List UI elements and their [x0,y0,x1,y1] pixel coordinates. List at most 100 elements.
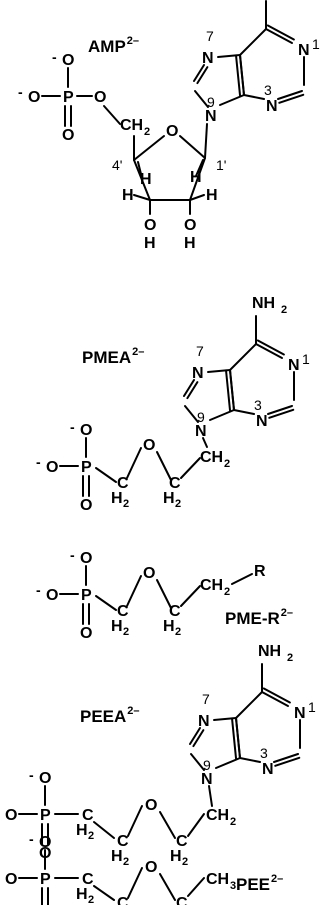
bond-line [235,691,263,719]
hydrogen-label: H [163,618,175,635]
hydrogen-label: H [170,848,182,865]
hydrogen-label: H [190,169,202,186]
subscript-label: 2 [144,126,150,138]
oxygen-label: O [145,859,157,876]
r-group-label: R [254,563,266,580]
nitrogen-label: N [288,357,300,374]
bond-line [239,54,245,96]
carbon-label: C [117,475,129,492]
charge-superscript: 2– [132,346,144,358]
charge-label: - [70,547,75,563]
charge-superscript: 2– [281,607,293,619]
bond-line [95,467,117,483]
bond-line [189,157,206,201]
subscript-label: 2 [123,856,129,868]
bond-line [209,409,235,421]
ring-number: 3 [264,82,272,98]
subscript-label: 2 [230,816,236,828]
oxygen-label: O [143,565,155,582]
bond-line [126,575,142,607]
carbon-label: C [117,895,129,905]
bond-line [189,727,201,745]
bond-line [195,159,204,177]
nitrogen-label: N [202,50,214,67]
oxygen-label: O [39,770,51,787]
bond-line [255,343,283,359]
charge-label: - [18,84,23,100]
bond-line [196,66,209,85]
oxygen-label: O [143,437,155,454]
oxygen-label: O [166,123,178,140]
oxygen-label: O [46,459,58,476]
bond-line [133,194,151,201]
hydrogen-label: H [76,822,88,839]
oxygen-label: O [28,89,40,106]
bond-line [233,409,255,415]
subscript-label: 2 [224,458,230,470]
bond-line [268,408,295,419]
bond-line [235,717,241,759]
nitrogen-label: N [192,365,204,382]
bond-line [189,194,205,201]
oxygen-label: O [46,587,58,604]
bond-line [184,405,199,423]
nitrogen-label: N [195,423,207,440]
ring-number: 1 [312,36,320,52]
oxygen-label: O [80,625,92,642]
oxygen-label: O [145,797,157,814]
oxygen-label: O [94,89,106,106]
bond-line [103,105,121,125]
bond-line [273,753,299,763]
hydrogen-label: H [163,490,175,507]
bond-line [180,585,201,607]
carbon-label: C [117,833,129,850]
nitrogen-label: N [262,761,274,778]
charge-label: - [29,767,34,783]
bond-line [180,457,201,479]
nitrogen-label: N [266,98,278,115]
carbon-label: C [82,871,94,888]
nitrogen-label: N [198,713,210,730]
bond-line [179,135,206,159]
hydrogen-label: H [144,235,156,252]
bond-line [186,381,199,400]
ring-number: 1 [308,699,316,715]
ch-label: CH [206,871,229,888]
ring-number: 3 [254,397,262,413]
pee-title: PEE [236,875,270,894]
hydrogen-label: H [111,848,123,865]
ring-number: 7 [206,28,214,44]
nitrogen-label: N [298,42,310,59]
hydrogen-label: H [140,171,152,188]
subscript-label: 2 [281,304,287,316]
oxygen-label: O [62,52,74,69]
bond-line [219,94,245,106]
ring-number: 1 [302,351,310,367]
bond-line [156,451,172,481]
bond-line [127,867,143,899]
hydrogen-label: H [76,886,88,903]
carbon-label: C [82,807,94,824]
ring-number: 9 [197,409,205,425]
pmea-title: PMEA [82,348,131,367]
bond-line [277,90,303,100]
nitrogen-label: N [256,413,268,430]
subscript-label: 2 [182,856,188,868]
oxygen-label: O [80,497,92,514]
phosphorus-label: P [63,89,74,106]
oxygen-label: O [5,871,17,888]
bond-line [183,379,195,397]
bond-line [266,24,295,41]
charge-label: - [52,49,57,65]
pee-structure: PO-OO-CH2CH2OCH2CH3PEE2– [5,831,283,905]
bond-line [127,805,143,837]
hydrogen-label: H [111,618,123,635]
subscript-label: 2 [224,586,230,598]
bond-line [256,339,285,356]
subscript-label: 2 [291,0,297,1]
bond-line [133,135,165,161]
